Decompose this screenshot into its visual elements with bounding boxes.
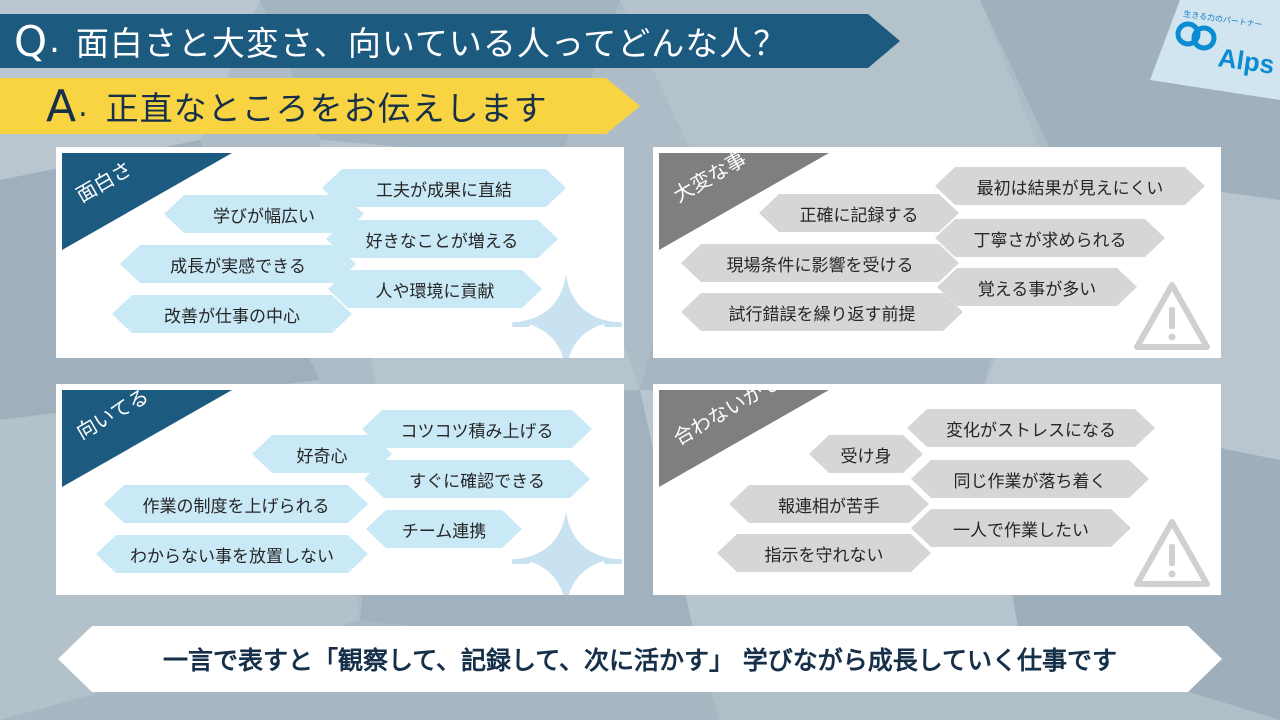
tag-fun-6: 改善が仕事の中心 bbox=[112, 295, 352, 333]
tag-hard-4: 現場条件に影響を受ける bbox=[681, 244, 959, 282]
question-banner: Q . 面白さと大変さ、向いている人ってどんな人？ bbox=[0, 14, 900, 68]
tag-fun-3: 好きなことが増える bbox=[326, 220, 558, 258]
tag-unfit-1: 変化がストレスになる bbox=[907, 409, 1155, 447]
panel-suited-corner: 向いてる bbox=[62, 390, 232, 487]
tag-unfit-3: 同じ作業が落ち着く bbox=[911, 460, 1149, 498]
question-letter: Q bbox=[14, 16, 48, 66]
tag-fun-4: 成長が実感できる bbox=[120, 245, 356, 283]
tag-unfit-2: 受け身 bbox=[809, 435, 923, 473]
alps-logo-icon bbox=[1150, 0, 1280, 100]
tag-fun-1: 工夫が成果に直結 bbox=[322, 169, 566, 207]
panel-fun-label: 面白さ bbox=[72, 156, 136, 208]
tag-unfit-5: 一人で作業したい bbox=[911, 509, 1131, 547]
answer-letter: A bbox=[46, 80, 77, 132]
question-dot: . bbox=[49, 21, 60, 61]
tag-hard-2: 正確に記録する bbox=[759, 194, 959, 232]
answer-banner: A . 正直なところをお伝えします bbox=[0, 78, 640, 134]
tag-suited-4: 作業の制度を上げられる bbox=[104, 485, 368, 523]
tag-suited-3: すぐに確認できる bbox=[364, 460, 590, 498]
warning-icon bbox=[1134, 282, 1210, 350]
answer-dot: . bbox=[78, 88, 88, 124]
tag-hard-3: 丁寧さが求められる bbox=[935, 219, 1165, 257]
summary-text: 一言で表すと「観察して、記録して、次に活かす」 学びながら成長していく仕事です bbox=[163, 646, 1117, 675]
tag-suited-5: チーム連携 bbox=[366, 510, 522, 548]
sparkle-icon bbox=[512, 274, 622, 358]
tag-unfit-4: 報連相が苦手 bbox=[729, 485, 929, 523]
sparkle-icon bbox=[512, 511, 622, 595]
tag-fun-2: 学びが幅広い bbox=[164, 195, 364, 233]
answer-text: 正直なところをお伝えします bbox=[105, 89, 548, 128]
panel-unfit-corner: 合わないかも bbox=[659, 390, 829, 487]
panel-unfit: 合わないかも 変化がストレスになる 受け身 同じ作業が落ち着く 報連相が苦手 一… bbox=[653, 384, 1221, 595]
panel-unfit-label: 合わないかも bbox=[669, 384, 785, 451]
panel-hard-label: 大変な事 bbox=[669, 147, 751, 208]
panel-hard: 大変な事 最初は結果が見えにくい 正確に記録する 丁寧さが求められる 現場条件に… bbox=[653, 147, 1221, 358]
summary-banner: 一言で表すと「観察して、記録して、次に活かす」 学びながら成長していく仕事です bbox=[58, 626, 1222, 692]
question-text: 面白さと大変さ、向いている人ってどんな人？ bbox=[75, 24, 788, 63]
panel-suited: 向いてる コツコツ積み上げる 好奇心 すぐに確認できる 作業の制度を上げられる … bbox=[56, 384, 624, 595]
tag-hard-5: 覚える事が多い bbox=[937, 268, 1137, 306]
panel-suited-label: 向いてる bbox=[72, 384, 153, 445]
tag-suited-1: コツコツ積み上げる bbox=[362, 410, 592, 448]
tag-unfit-6: 指示を守れない bbox=[717, 534, 931, 572]
warning-icon bbox=[1134, 519, 1210, 587]
tag-suited-6: わからない事を放置しない bbox=[96, 535, 368, 573]
tag-suited-2: 好奇心 bbox=[252, 435, 392, 473]
tag-hard-6: 試行錯誤を繰り返す前提 bbox=[681, 293, 963, 331]
panel-fun: 面白さ 工夫が成果に直結 学びが幅広い 好きなことが増える 成長が実感できる 人… bbox=[56, 147, 624, 358]
tag-hard-1: 最初は結果が見えにくい bbox=[935, 167, 1205, 205]
tag-fun-5: 人や環境に貢献 bbox=[328, 270, 542, 308]
